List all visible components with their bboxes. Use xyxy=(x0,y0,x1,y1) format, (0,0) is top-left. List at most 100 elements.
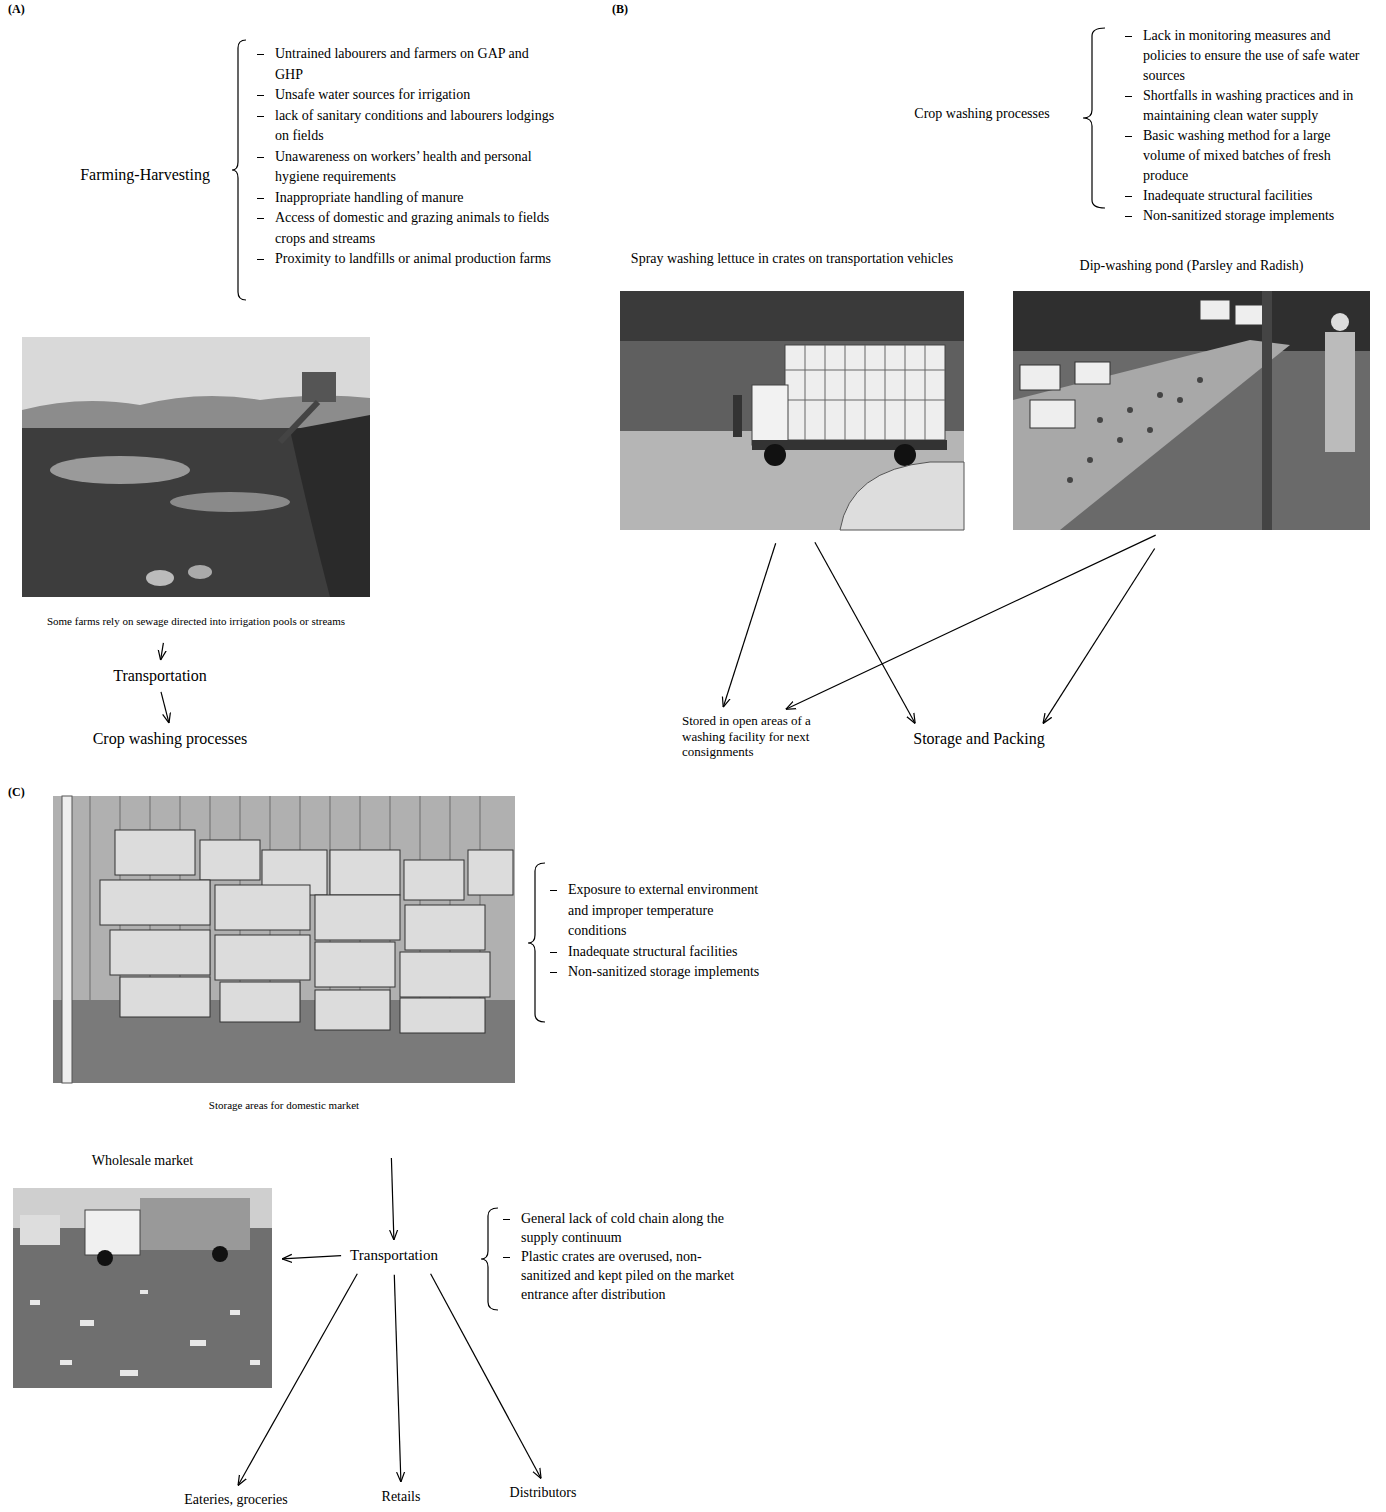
flow-label: Transportation xyxy=(110,664,210,688)
photo-panel: Dip-washing pond (Parsley and Radish) xyxy=(1013,255,1370,530)
curly-bracket xyxy=(232,40,246,300)
bullet-text: Non-sanitized storage implements xyxy=(568,962,765,983)
flow-arrow xyxy=(161,692,169,723)
bullet-text: Basic washing method for a large volume … xyxy=(1143,126,1375,186)
curly-bracket xyxy=(528,863,545,1022)
bullet-text: Plastic crates are overused, non-sanitiz… xyxy=(521,1247,743,1304)
bullet-row: Lack in monitoring measures and policies… xyxy=(1125,26,1375,86)
photo-panel: Storage areas for domestic market xyxy=(53,796,515,1118)
bullet-dash xyxy=(1125,216,1132,217)
bullet-row: Basic washing method for a large volume … xyxy=(1125,126,1375,186)
bullet-row: Untrained labourers and farmers on GAP a… xyxy=(257,44,555,85)
flow-label: Storage and Packing xyxy=(910,727,1048,751)
photo-caption: Spray washing lettuce in crates on trans… xyxy=(627,250,957,268)
panel-letter: (A) xyxy=(8,2,25,17)
storage-photo xyxy=(53,796,515,1083)
photo-panel: Spray washing lettuce in crates on trans… xyxy=(620,250,964,530)
bullet-row: Unsafe water sources for irrigation xyxy=(257,85,555,106)
bullet-row: lack of sanitary conditions and labourer… xyxy=(257,106,555,147)
flow-text: Retails xyxy=(382,1488,421,1506)
panel-letter: (C) xyxy=(8,785,25,800)
bullet-text: Proximity to landfills or animal product… xyxy=(275,249,555,270)
irrigation-photo xyxy=(22,337,370,597)
bullet-row: Inappropriate handling of manure xyxy=(257,188,555,209)
bullet-list: General lack of cold chain along the sup… xyxy=(503,1209,743,1304)
flow-text: Eateries, groceries xyxy=(184,1491,287,1509)
bullet-dash xyxy=(257,54,264,55)
flow-label: Eateries, groceries xyxy=(181,1489,290,1511)
bullet-dash xyxy=(550,890,557,891)
bullet-text: Shortfalls in washing practices and in m… xyxy=(1143,86,1375,126)
curly-bracket xyxy=(1083,28,1105,208)
bullet-dash xyxy=(1125,96,1132,97)
flow-text: Stored in open areas of a washing facili… xyxy=(682,713,848,760)
bullet-text: Inadequate structural facilities xyxy=(568,942,765,963)
bullet-dash xyxy=(257,157,264,158)
bullet-dash xyxy=(550,972,557,973)
flow-text: Crop washing processes xyxy=(914,105,1049,123)
bullet-row: Non-sanitized storage implements xyxy=(550,962,765,983)
photo-caption: Some farms rely on sewage directed into … xyxy=(22,614,370,628)
bullet-row: Unawareness on workers’ health and perso… xyxy=(257,147,555,188)
wholesale-market-photo xyxy=(13,1188,272,1388)
photo-panel: Wholesale market xyxy=(13,1150,272,1388)
bullet-dash xyxy=(550,952,557,953)
flow-label: Crop washing processes xyxy=(911,103,1052,125)
dip-washing-photo xyxy=(1013,291,1370,530)
flow-text: Farming-Harvesting xyxy=(80,165,210,185)
flow-label: Crop washing processes xyxy=(90,727,251,751)
flow-arrow xyxy=(394,1275,401,1482)
bullet-text: Lack in monitoring measures and policies… xyxy=(1143,26,1375,86)
bullet-row: Access of domestic and grazing animals t… xyxy=(257,208,555,249)
bullet-dash xyxy=(1125,196,1132,197)
bullet-dash xyxy=(1125,36,1132,37)
flow-label: Distributors xyxy=(507,1482,580,1504)
bullet-dash xyxy=(503,1219,510,1220)
bullet-text: Unsafe water sources for irrigation xyxy=(275,85,555,106)
bullet-text: Untrained labourers and farmers on GAP a… xyxy=(275,44,555,85)
flow-label: Retails xyxy=(379,1486,424,1508)
bullet-row: Shortfalls in washing practices and in m… xyxy=(1125,86,1375,126)
panel-letter: (B) xyxy=(612,2,628,17)
flow-arrow xyxy=(161,643,164,660)
bullet-text: Inappropriate handling of manure xyxy=(275,188,555,209)
bullet-text: Exposure to external environment and imp… xyxy=(568,880,765,942)
bullet-dash xyxy=(257,116,264,117)
brackets xyxy=(232,28,1105,1310)
flow-arrow xyxy=(431,1274,541,1479)
flow-text: Distributors xyxy=(510,1484,577,1502)
bullet-dash xyxy=(257,198,264,199)
flow-text: Transportation xyxy=(350,1246,438,1265)
flow-label: Farming-Harvesting xyxy=(77,163,213,187)
bullet-list: Exposure to external environment and imp… xyxy=(550,880,765,983)
flow-arrow xyxy=(1043,549,1155,724)
flow-label: Transportation xyxy=(347,1244,441,1267)
spray-washing-photo xyxy=(620,291,964,530)
bullet-text: Non-sanitized storage implements xyxy=(1143,206,1375,226)
bullet-row: Proximity to landfills or animal product… xyxy=(257,249,555,270)
flow-label: Stored in open areas of a washing facili… xyxy=(679,711,851,762)
bullet-dash xyxy=(503,1257,510,1258)
bullet-row: Inadequate structural facilities xyxy=(550,942,765,963)
flow-arrow xyxy=(815,542,915,723)
bullet-dash xyxy=(257,218,264,219)
flow-text: Transportation xyxy=(113,666,207,686)
bullet-list: Lack in monitoring measures and policies… xyxy=(1125,26,1375,226)
photo-caption: Wholesale market xyxy=(13,1152,272,1170)
bullet-dash xyxy=(1125,136,1132,137)
bullet-row: Non-sanitized storage implements xyxy=(1125,206,1375,226)
photo-caption: Storage areas for domestic market xyxy=(53,1098,515,1112)
bullet-list: Untrained labourers and farmers on GAP a… xyxy=(257,44,555,270)
photo-caption: Dip-washing pond (Parsley and Radish) xyxy=(1013,257,1370,275)
flow-arrow xyxy=(238,1274,357,1486)
bullet-row: Inadequate structural facilities xyxy=(1125,186,1375,206)
photo-panel: Some farms rely on sewage directed into … xyxy=(22,337,370,635)
bullet-row: General lack of cold chain along the sup… xyxy=(503,1209,743,1247)
bullet-text: Inadequate structural facilities xyxy=(1143,186,1375,206)
flow-arrow xyxy=(723,543,776,707)
bullet-text: Access of domestic and grazing animals t… xyxy=(275,208,555,249)
bullet-text: lack of sanitary conditions and labourer… xyxy=(275,106,555,147)
bullet-text: General lack of cold chain along the sup… xyxy=(521,1209,743,1247)
flow-arrow xyxy=(786,535,1156,709)
